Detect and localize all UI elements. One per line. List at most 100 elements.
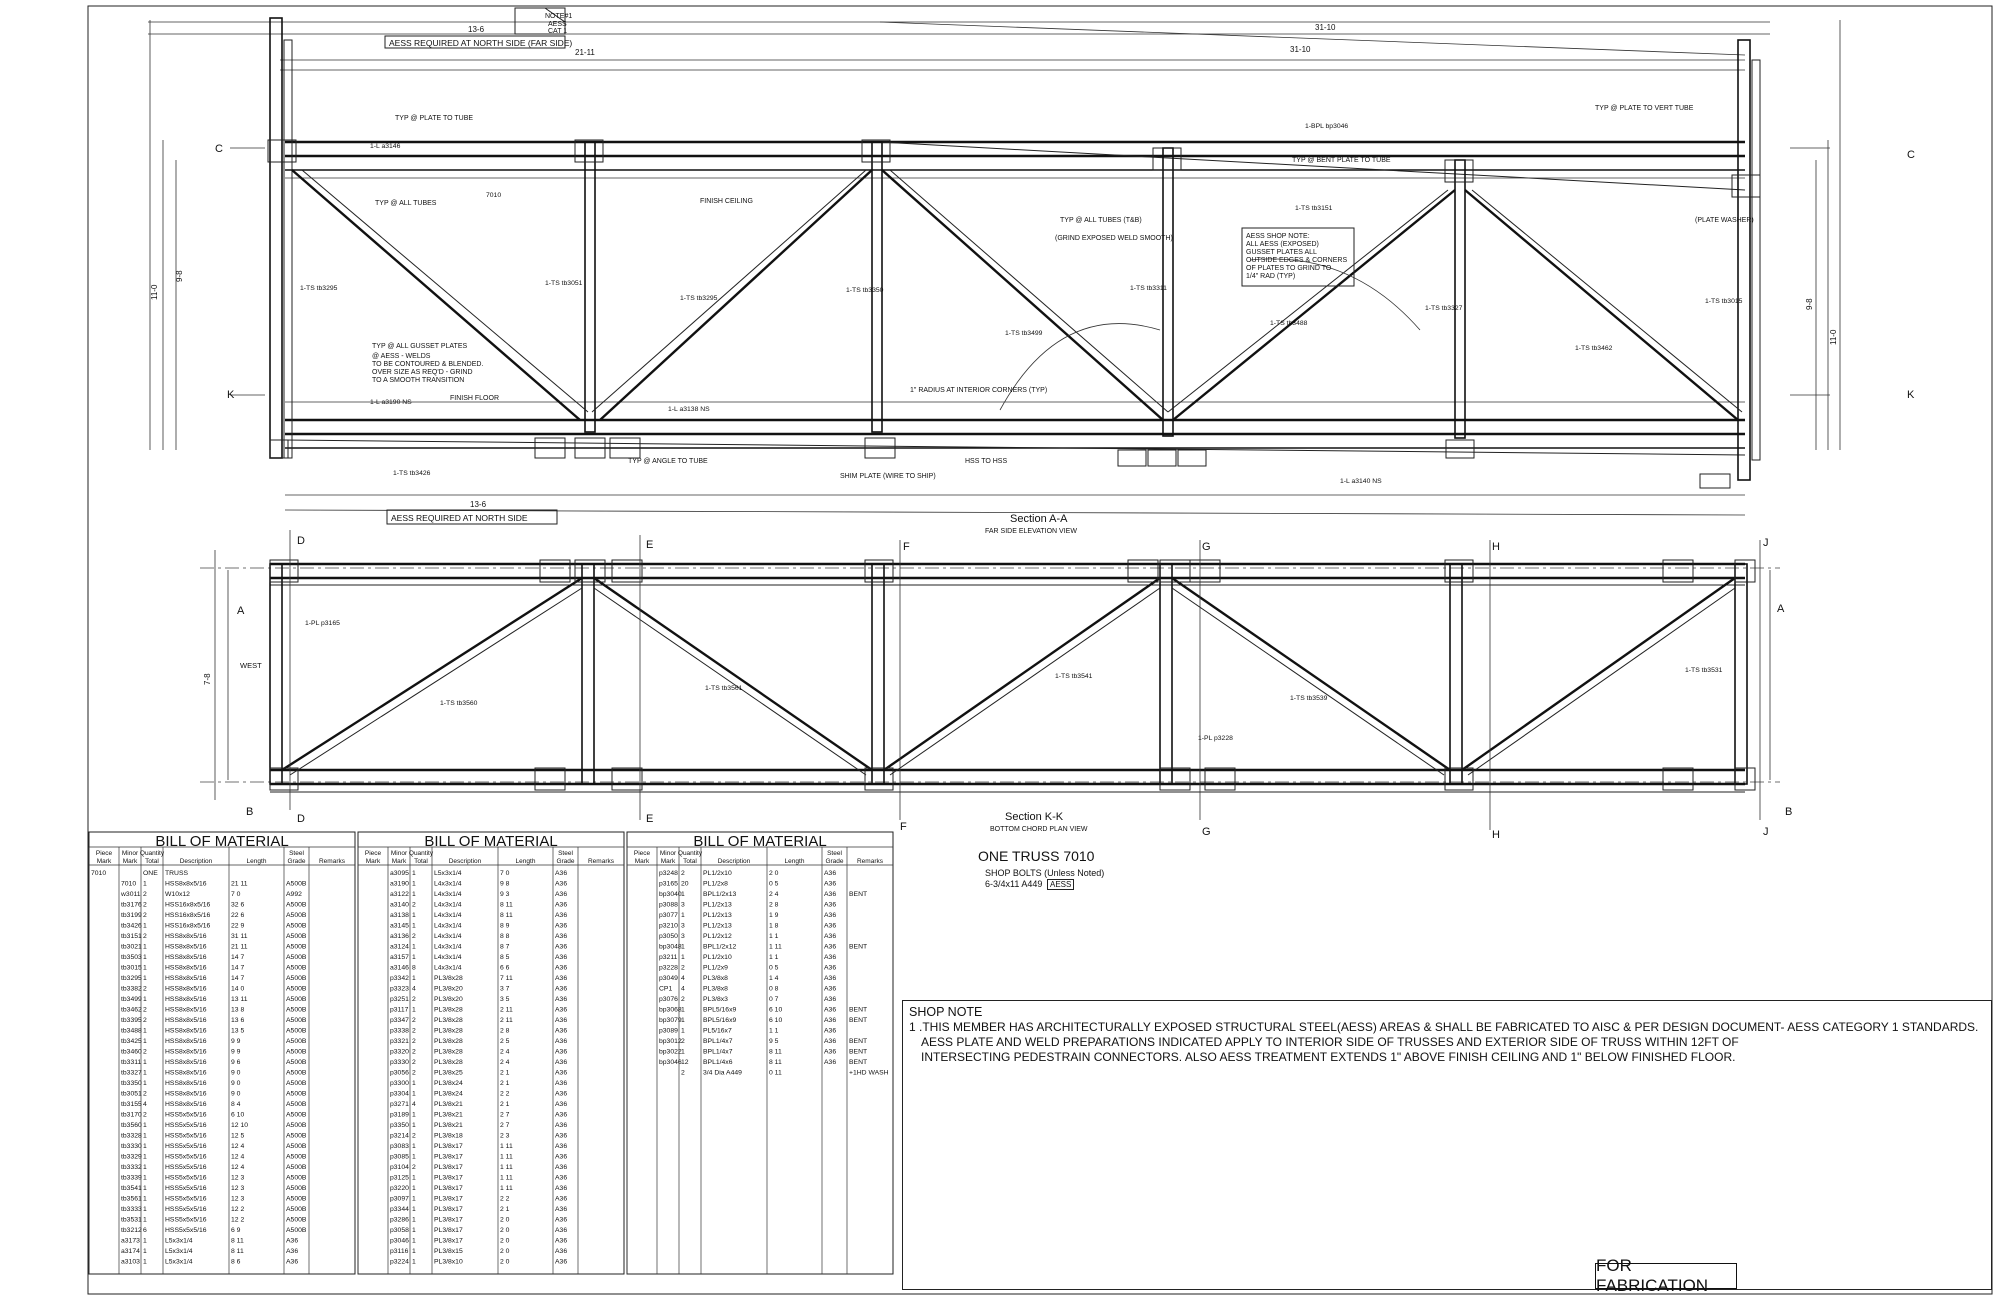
bom-cell: 1 <box>412 1154 416 1161</box>
bom-cell: A500B <box>286 1185 307 1192</box>
bom-cell: L4x3x1/4 <box>434 965 462 972</box>
bom-cell: 1 <box>412 1206 416 1213</box>
bom-cell: bp3068 <box>659 1007 682 1014</box>
bom-column-header: Remarks <box>588 858 615 865</box>
bom-cell: PL3/8x15 <box>434 1248 463 1255</box>
bom-cell: 2 <box>412 1070 416 1077</box>
bom-cell: BENT <box>849 1059 867 1066</box>
bom-column-header-top: Steel <box>558 850 573 857</box>
bom-cell: 2 <box>412 1164 416 1171</box>
bom-cell: 8 11 <box>500 912 513 919</box>
bom-cell: 4 <box>143 1101 147 1108</box>
bom-cell: p3248 <box>659 870 678 877</box>
bom-cell: p3088 <box>659 902 678 909</box>
bom-cell: A36 <box>555 1217 567 1224</box>
bom-cell: A500B <box>286 1101 307 1108</box>
section-letter-j-bottom: J <box>1763 826 1769 838</box>
section-aa-title: Section A-A <box>1010 513 1068 525</box>
bom-cell: A36 <box>555 923 567 930</box>
bom-cell: 14 7 <box>231 965 244 972</box>
member-mark: 1-L a3140 NS <box>1340 478 1382 485</box>
bom-cell: 1 <box>143 1196 147 1203</box>
member-mark: 1-TS tb3499 <box>1005 330 1043 337</box>
bom-cell: 1 <box>143 1206 147 1213</box>
bom-cell: 2 <box>412 1133 416 1140</box>
bom-cell: 8 11 <box>231 1248 244 1255</box>
weld-callout: TYP @ PLATE TO TUBE <box>395 115 473 122</box>
member-mark: 1-TS tb3295 <box>680 295 718 302</box>
bom-cell: 1 <box>412 1080 416 1087</box>
bom-cell: w3011 <box>120 891 141 898</box>
bom-cell: 2 4 <box>500 1049 510 1056</box>
section-kk-subtitle: BOTTOM CHORD PLAN VIEW <box>990 826 1088 833</box>
bom-cell: A500B <box>286 1007 307 1014</box>
bom-cell: 1 1 <box>769 933 779 940</box>
bom-cell: tb3332 <box>121 1164 142 1171</box>
bom-cell: 2 <box>143 891 147 898</box>
section-letter-a-right: A <box>1777 603 1785 615</box>
section-letter-b-left: B <box>246 806 253 818</box>
bom-cell: 1 <box>143 923 147 930</box>
bom-cell: 0 11 <box>769 1070 782 1077</box>
bom-cell: 1 11 <box>500 1175 513 1182</box>
bom-cell: 1 <box>412 1112 416 1119</box>
bom-cell: L4x3x1/4 <box>434 933 462 940</box>
bom-cell: A36 <box>555 1028 567 1035</box>
bom-cell: 21 11 <box>231 944 248 951</box>
bom-cell: 8 11 <box>769 1049 782 1056</box>
bom-cell: p3347 <box>390 1017 409 1024</box>
bom-column-header: Remarks <box>319 858 346 865</box>
bom-cell: 0 7 <box>769 996 779 1003</box>
bom-cell: A500B <box>286 1028 307 1035</box>
bom-cell: A500B <box>286 1196 307 1203</box>
bom-cell: 2 8 <box>769 902 779 909</box>
bom-cell: A500B <box>286 1122 307 1129</box>
bom-cell: p3046 <box>390 1238 409 1245</box>
member-mark: 1-TS tb3151 <box>1295 205 1333 212</box>
bom-cell: PL3/8x10 <box>434 1259 463 1266</box>
bom-cell: A500B <box>286 1164 307 1171</box>
bom-cell: HSS8x8x5/16 <box>165 933 207 940</box>
bom-cell: A36 <box>824 902 836 909</box>
bom-cell: PL3/8x17 <box>434 1206 463 1213</box>
bom-cell: A36 <box>824 1007 836 1014</box>
section-aa-subtitle: FAR SIDE ELEVATION VIEW <box>985 528 1077 535</box>
bom-cell: 1 11 <box>500 1143 513 1150</box>
bom-cell: A36 <box>555 1206 567 1213</box>
bom-column-header-top: Quantity <box>678 850 703 857</box>
section-letter-d-bottom: D <box>297 813 305 825</box>
bom-cell: A36 <box>555 1143 567 1150</box>
bom-cell: A36 <box>824 933 836 940</box>
member-mark: 1-L a3138 NS <box>668 406 710 413</box>
bom-cell: 31 11 <box>231 933 248 940</box>
bom-cell: 1 <box>412 891 416 898</box>
weld-callout: TO A SMOOTH TRANSITION <box>372 377 464 384</box>
bom-cell: HSS5x5x5/16 <box>165 1196 207 1203</box>
bom-cell: PL3/8x17 <box>434 1154 463 1161</box>
bom-cell: p3165 <box>659 881 678 888</box>
bom-cell: HSS5x5x5/16 <box>165 1175 207 1182</box>
bom-cell: 1 8 <box>769 923 779 930</box>
bom-cell: 9 8 <box>500 881 510 888</box>
bom-cell: 2 0 <box>500 1227 510 1234</box>
bom-cell: 6 10 <box>769 1007 782 1014</box>
bom-cell: A36 <box>555 1185 567 1192</box>
bom-cell: 2 <box>412 902 416 909</box>
bom-cell: A36 <box>824 954 836 961</box>
bom-cell: 7 11 <box>500 975 513 982</box>
dim-top-4: 31-10 <box>1315 23 1336 32</box>
bom-cell: 1 <box>143 1143 147 1150</box>
dim-kk: 7-8 <box>203 673 212 685</box>
bom-cell: A36 <box>555 891 567 898</box>
bom-cell: p3083 <box>390 1143 409 1150</box>
bom-cell: bp3046 <box>659 1059 682 1066</box>
bom-cell: A36 <box>824 881 836 888</box>
bom-cell: a3145 <box>390 923 409 930</box>
bom-cell: HSS8x8x5/16 <box>165 996 207 1003</box>
bom-cell: A36 <box>555 944 567 951</box>
bom-cell: p3251 <box>390 996 409 1003</box>
bom-cell: tb3199 <box>121 912 142 919</box>
bom-cell: 1 <box>412 1227 416 1234</box>
